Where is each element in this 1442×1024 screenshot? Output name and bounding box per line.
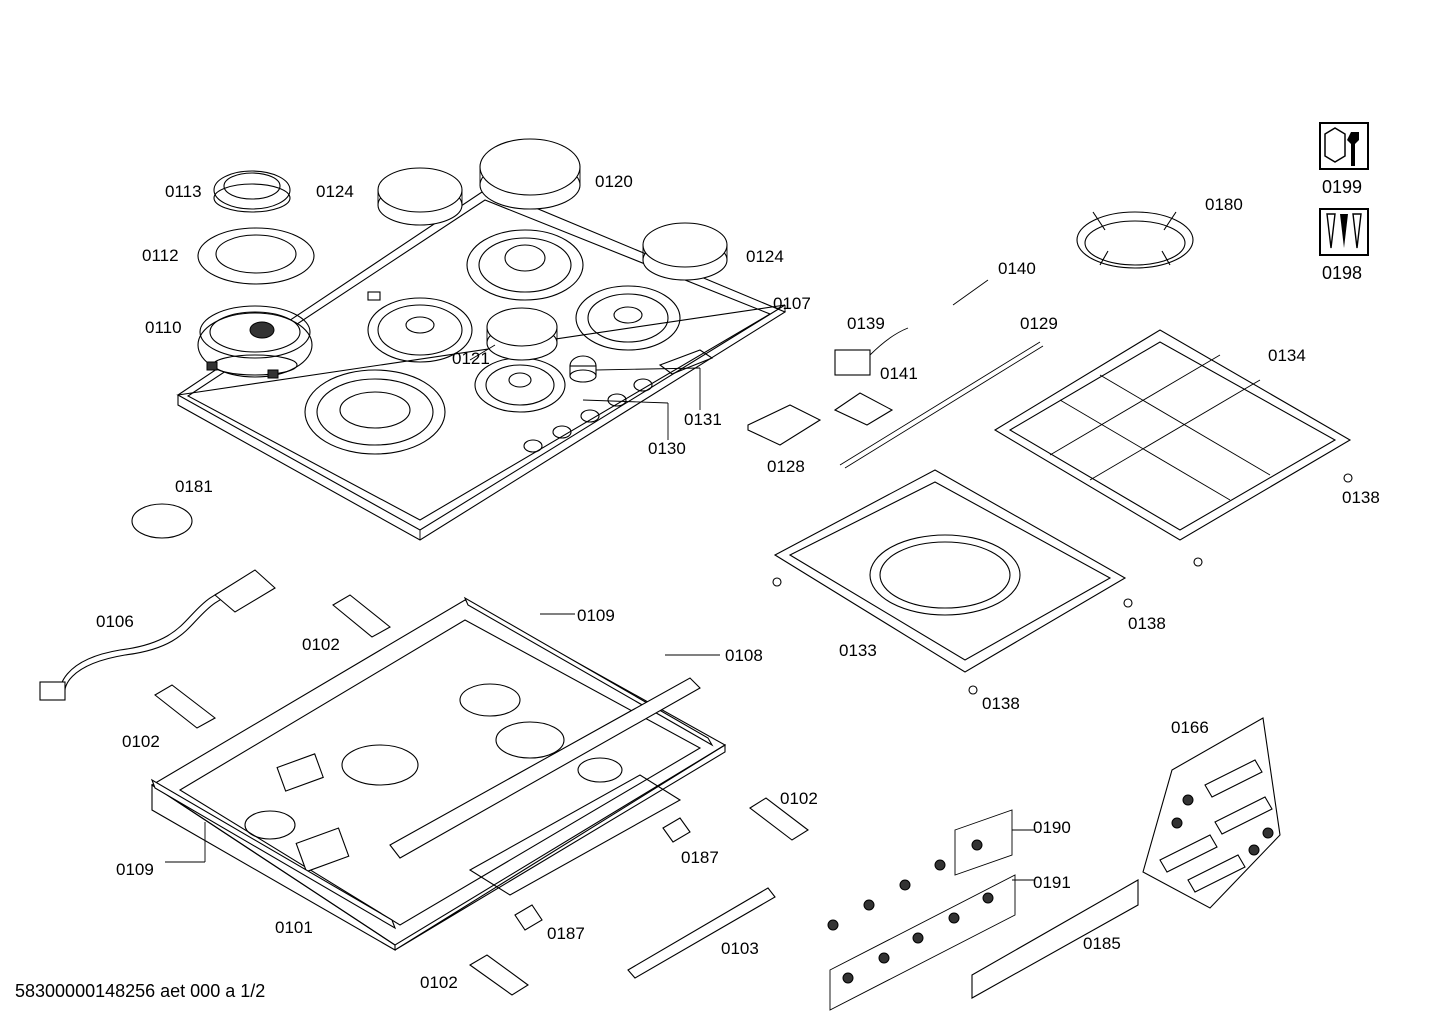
part-label-0109-bottom: 0109 (116, 860, 154, 879)
part-label-0166: 0166 (1171, 718, 1209, 737)
power-cable (39, 569, 276, 701)
part-label-0141: 0141 (880, 364, 918, 383)
part-label-0107: 0107 (773, 294, 811, 313)
part-label-0106: 0106 (96, 612, 134, 631)
part-label-0109-top: 0109 (577, 606, 615, 625)
part-label-0110: 0110 (145, 318, 182, 337)
document-id: 58300000148256 aet 000 a 1/2 (15, 981, 266, 1001)
part-label-0129: 0129 (1020, 314, 1058, 333)
mounting-clip-4 (468, 954, 529, 996)
burner-cap-large (479, 138, 581, 210)
part-label-0103: 0103 (721, 939, 759, 958)
part-label-0138-right: 0138 (1342, 488, 1380, 507)
part-label-0108: 0108 (725, 646, 763, 665)
part-label-0133: 0133 (839, 641, 877, 660)
mounting-clip-1 (332, 594, 391, 638)
side-rail-front (150, 778, 397, 930)
burner-ring-small (213, 170, 291, 213)
part-label-0134: 0134 (1268, 346, 1306, 365)
part-label-0180: 0180 (1205, 195, 1243, 214)
seal-strip-0185 (971, 879, 1139, 999)
ignition-module (834, 349, 871, 376)
pan-support-right (993, 329, 1352, 541)
part-label-0113: 0113 (165, 182, 202, 201)
mounting-clip-2 (154, 684, 216, 729)
burner-ring-large (197, 227, 315, 285)
part-label-0121: 0121 (452, 349, 490, 368)
clip-0187-b (514, 904, 543, 931)
part-label-0128: 0128 (767, 457, 805, 476)
part-label-0102-d: 0102 (420, 973, 458, 992)
strip-0103 (627, 887, 776, 979)
support-bar (389, 677, 701, 859)
bottom-housing (150, 599, 727, 951)
nut-wrench-icon (1319, 122, 1369, 170)
part-label-0185: 0185 (1083, 934, 1121, 953)
clip-0187-a (662, 817, 691, 843)
burner-cap-right (642, 222, 728, 281)
part-label-0112: 0112 (142, 246, 179, 265)
cover-disk (131, 503, 193, 539)
nut-wrench-label: 0199 (1322, 177, 1363, 197)
screws-icon (1319, 208, 1369, 256)
part-label-0187-a: 0187 (681, 848, 719, 867)
wok-burner (197, 305, 313, 379)
part-label-0102-a: 0102 (302, 635, 340, 654)
control-knob (569, 355, 701, 410)
part-label-0124-right: 0124 (746, 247, 784, 266)
part-label-0140: 0140 (998, 259, 1036, 278)
part-label-0191: 0191 (1033, 873, 1071, 892)
wok-support-ring (1076, 211, 1194, 269)
part-label-0102-c: 0102 (780, 789, 818, 808)
part-label-0187-b: 0187 (547, 924, 585, 943)
wire-harness (839, 341, 1044, 469)
screw-set-0191 (829, 874, 1016, 1011)
part-label-0130: 0130 (648, 439, 686, 458)
part-label-0139: 0139 (847, 314, 885, 333)
part-label-0101: 0101 (275, 918, 313, 937)
burner-cap-left (377, 167, 463, 226)
part-label-0124: 0124 (316, 182, 354, 201)
thermocouple-pin (952, 279, 989, 306)
ignition-box (747, 404, 822, 446)
screws-label: 0198 (1322, 263, 1363, 283)
part-label-0120: 0120 (595, 172, 633, 191)
screw-set-0190 (827, 809, 1013, 931)
part-label-0181: 0181 (175, 477, 213, 496)
part-label-0138-bottom: 0138 (982, 694, 1020, 713)
clip-set-0166 (1142, 717, 1281, 909)
part-label-0131: 0131 (684, 410, 722, 429)
mounting-clip-3 (749, 797, 809, 841)
pan-support-left (773, 469, 1127, 673)
part-label-0138-mid: 0138 (1128, 614, 1166, 633)
part-label-0102-b: 0102 (122, 732, 160, 751)
part-label-0190: 0190 (1033, 818, 1071, 837)
burner-cap-small (486, 307, 558, 361)
switch-clip (833, 392, 894, 426)
